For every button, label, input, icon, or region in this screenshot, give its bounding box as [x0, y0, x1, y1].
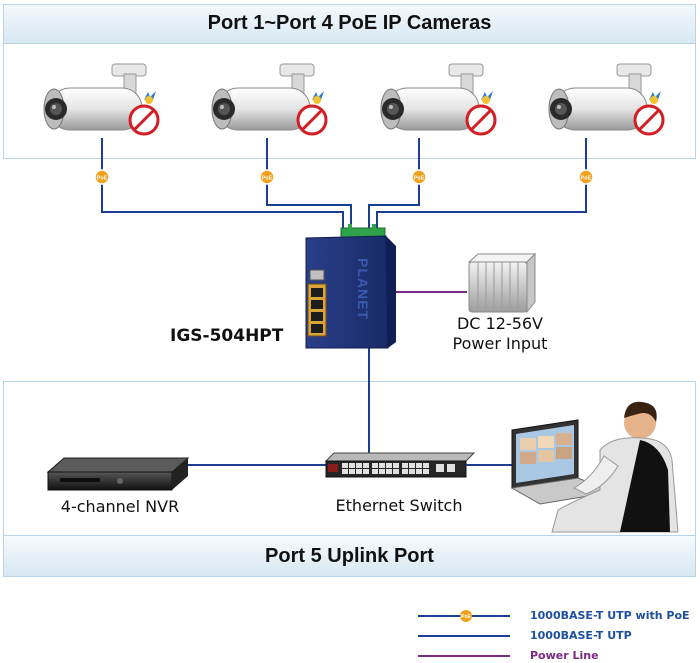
svg-text:PoE: PoE [262, 176, 273, 182]
poe-cable-2 [266, 138, 352, 228]
poe-badge-1: PoE [94, 169, 110, 185]
poe-badge-3: PoE [411, 169, 427, 185]
ip-camera-4 [547, 62, 665, 136]
ip-camera-1 [42, 62, 160, 136]
cameras-panel-header: Port 1~Port 4 PoE IP Cameras [4, 5, 695, 44]
poe-cables [101, 138, 587, 228]
poe-badge-2: PoE [259, 169, 275, 185]
legend-label-utp: 1000BASE-T UTP [530, 629, 632, 642]
ethernet-switch-label: Ethernet Switch [335, 496, 463, 515]
poe-badges: PoE PoE PoE PoE [94, 169, 594, 185]
uplink-panel-footer: Port 5 Uplink Port [4, 535, 695, 576]
cameras-panel-title: Port 1~Port 4 PoE IP Cameras [207, 12, 492, 34]
device-model-label: IGS-504HPT [170, 326, 284, 346]
switch-brand-logo: PLANET [355, 258, 371, 320]
legend-label-power: Power Line [530, 649, 599, 662]
ip-camera-2 [210, 62, 328, 136]
ip-camera-3 [379, 62, 497, 136]
uplink-panel-title: Port 5 Uplink Port [265, 545, 434, 567]
svg-text:PoE: PoE [461, 614, 471, 620]
igs-504hpt-switch: PLANET [305, 224, 396, 349]
power-input-label-line2: Power Input [452, 334, 548, 353]
nvr-label: 4-channel NVR [60, 497, 180, 516]
legend-poe-badge: PoE [460, 610, 472, 622]
cameras-panel: Port 1~Port 4 PoE IP Cameras [3, 4, 696, 159]
svg-text:PoE: PoE [97, 176, 108, 182]
legend-label-poe: 1000BASE-T UTP with PoE [530, 609, 690, 622]
laptop-workstation [510, 401, 679, 533]
nvr-device [46, 457, 190, 491]
poe-badge-4: PoE [578, 169, 594, 185]
svg-text:PoE: PoE [414, 176, 425, 182]
legend: PoE [418, 610, 510, 657]
poe-cable-1 [101, 138, 344, 228]
power-input-label-line1: DC 12-56V [456, 314, 543, 333]
ethernet-switch [324, 452, 476, 478]
power-supply [467, 252, 537, 314]
poe-cable-4 [376, 138, 587, 228]
svg-text:PoE: PoE [581, 176, 592, 182]
